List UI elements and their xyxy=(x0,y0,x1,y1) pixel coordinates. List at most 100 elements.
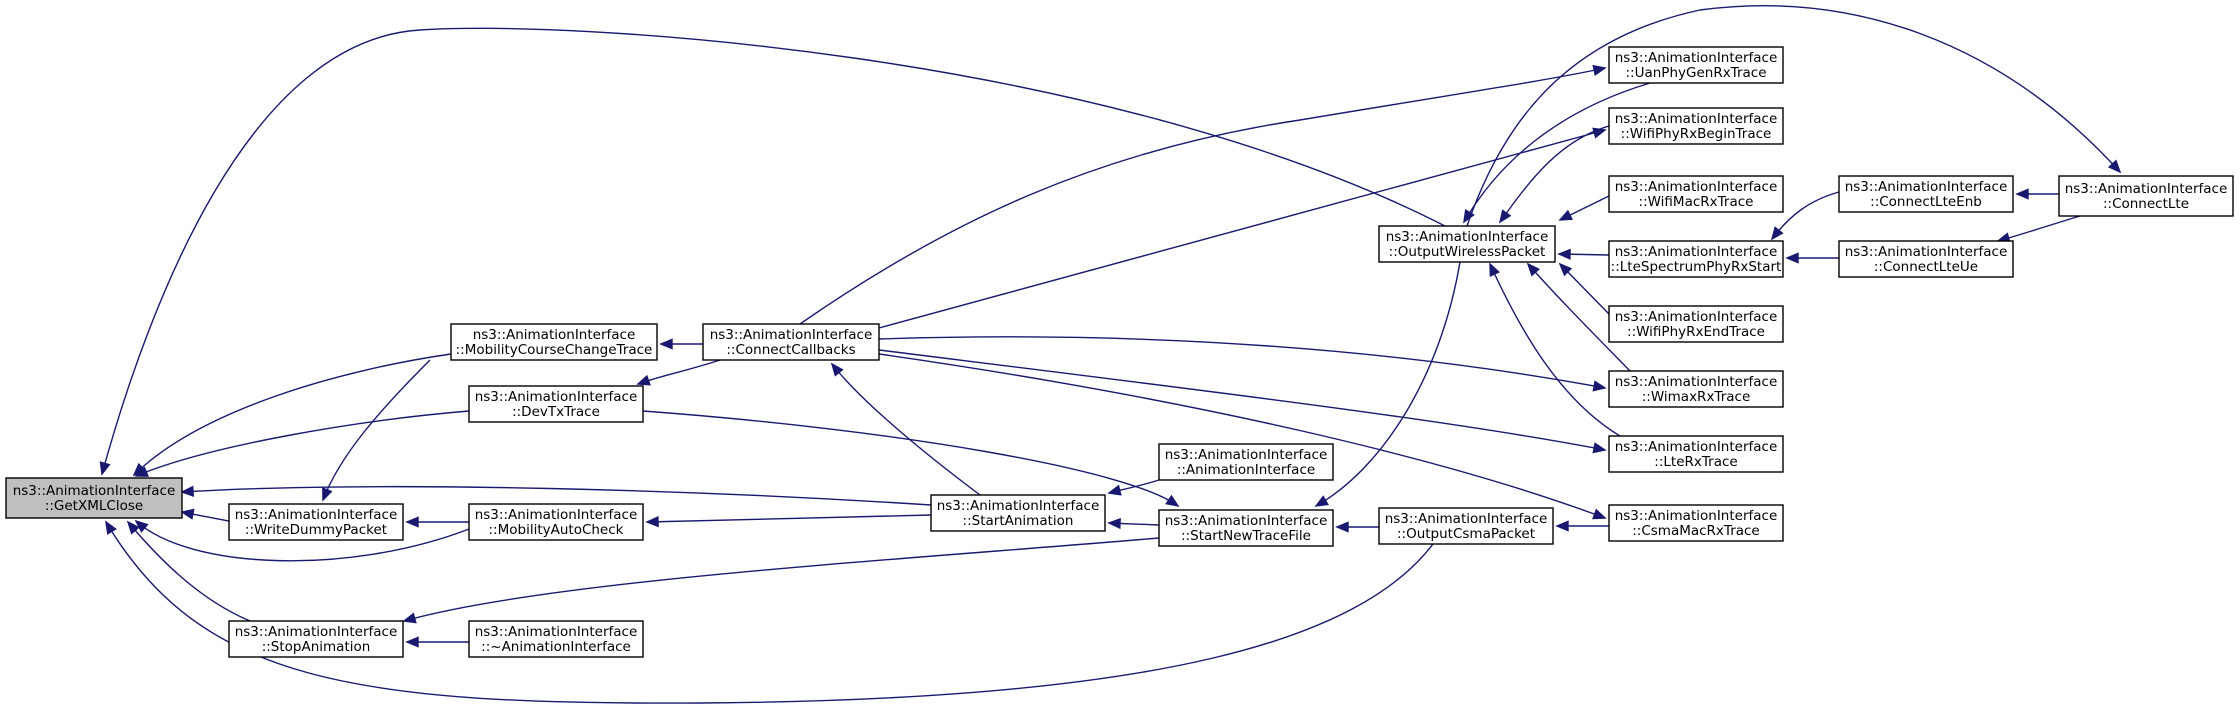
node-lte[interactable]: ns3::AnimationInterface::ConnectLte xyxy=(2058,175,2234,217)
node-label-line1: ns3::AnimationInterface xyxy=(1615,111,1778,127)
node-lterx[interactable]: ns3::AnimationInterface::LteRxTrace xyxy=(1608,435,1784,473)
edge-sntf-to-stopanim xyxy=(402,537,1160,624)
node-cc[interactable]: ns3::AnimationInterface::ConnectCallback… xyxy=(702,323,880,361)
edge-line xyxy=(831,363,981,496)
edge-uan-to-owp xyxy=(1463,82,1651,224)
node-label-line1: ns3::AnimationInterface xyxy=(475,624,638,640)
edge-wimax-to-owp xyxy=(1526,262,1631,372)
node-box[interactable] xyxy=(1838,240,2014,278)
node-ctor[interactable]: ns3::AnimationInterface::AnimationInterf… xyxy=(1158,443,1334,481)
node-ltespec[interactable]: ns3::AnimationInterface::LteSpectrumPhyR… xyxy=(1608,240,1784,278)
node-enb[interactable]: ns3::AnimationInterface::ConnectLteEnb xyxy=(1838,175,2014,213)
node-box[interactable] xyxy=(1378,225,1556,263)
node-label-line2: ::StopAnimation xyxy=(262,639,371,655)
edge-line xyxy=(1463,82,1651,223)
node-box[interactable] xyxy=(1608,504,1784,542)
edge-ocp-to-sntf xyxy=(1335,521,1379,533)
node-wdp[interactable]: ns3::AnimationInterface::WriteDummyPacke… xyxy=(228,503,404,541)
node-label-line2: ::WifiPhyRxBeginTrace xyxy=(1621,126,1772,142)
node-startanim[interactable]: ns3::AnimationInterface::StartAnimation xyxy=(930,494,1106,532)
node-box[interactable] xyxy=(228,620,404,658)
node-box[interactable] xyxy=(1608,370,1784,408)
edge-ocp-to-getxml xyxy=(105,520,1434,704)
node-getxml[interactable]: ns3::AnimationInterface::GetXMLClose xyxy=(5,477,183,519)
edge-line xyxy=(646,514,932,523)
arrow-head xyxy=(1592,380,1607,392)
node-owp[interactable]: ns3::AnimationInterface::OutputWirelessP… xyxy=(1378,225,1556,263)
node-dtor[interactable]: ns3::AnimationInterface::~AnimationInter… xyxy=(468,620,644,658)
arrow-head xyxy=(126,520,140,535)
node-label-line1: ns3::AnimationInterface xyxy=(1845,179,2008,195)
node-box[interactable] xyxy=(1378,507,1554,545)
node-label-line1: ns3::AnimationInterface xyxy=(2065,181,2228,197)
node-label-line1: ns3::AnimationInterface xyxy=(710,327,873,343)
edge-line xyxy=(135,410,470,477)
node-box[interactable] xyxy=(228,503,404,541)
edge-dtor-to-stopanim xyxy=(405,636,469,648)
edge-mcct-to-getxml xyxy=(132,353,452,477)
node-box[interactable] xyxy=(1608,435,1784,473)
edge-wifimac-to-owp xyxy=(1558,195,1610,221)
node-box[interactable] xyxy=(1608,175,1784,213)
node-stopanim[interactable]: ns3::AnimationInterface::StopAnimation xyxy=(228,620,404,658)
node-box[interactable] xyxy=(1608,305,1784,343)
node-label-line2: ::MobilityCourseChangeTrace xyxy=(456,342,653,358)
arrow-head xyxy=(105,520,117,535)
node-devtx[interactable]: ns3::AnimationInterface::DevTxTrace xyxy=(468,385,644,423)
node-box[interactable] xyxy=(468,620,644,658)
node-box[interactable] xyxy=(5,477,183,519)
node-mac[interactable]: ns3::AnimationInterface::MobilityAutoChe… xyxy=(468,503,644,541)
arrow-head xyxy=(1335,521,1349,533)
node-wimax[interactable]: ns3::AnimationInterface::WimaxRxTrace xyxy=(1608,370,1784,408)
edge-line xyxy=(135,520,470,562)
edge-line xyxy=(1499,125,1610,223)
node-wifibegin[interactable]: ns3::AnimationInterface::WifiPhyRxBeginT… xyxy=(1608,107,1784,145)
node-box[interactable] xyxy=(1608,240,1784,278)
node-wifimac[interactable]: ns3::AnimationInterface::WifiMacRxTrace xyxy=(1608,175,1784,213)
node-label-line2: ::DevTxTrace xyxy=(512,404,600,420)
node-box[interactable] xyxy=(1158,443,1334,481)
arrow-head xyxy=(402,612,417,624)
edge-line xyxy=(322,359,431,501)
node-ue[interactable]: ns3::AnimationInterface::ConnectLteUe xyxy=(1838,240,2014,278)
node-box[interactable] xyxy=(1608,107,1784,145)
node-box[interactable] xyxy=(702,323,880,361)
node-label-line2: ::ConnectLteUe xyxy=(1874,259,1978,275)
edge-ctor-to-startanim xyxy=(1107,479,1160,496)
node-box[interactable] xyxy=(1838,175,2014,213)
node-wifiend[interactable]: ns3::AnimationInterface::WifiPhyRxEndTra… xyxy=(1608,305,1784,343)
edge-devtx-to-getxml xyxy=(134,410,470,477)
node-sntf[interactable]: ns3::AnimationInterface::StartNewTraceFi… xyxy=(1158,509,1334,547)
edge-line xyxy=(637,359,721,385)
node-label-line2: ::CsmaMacRxTrace xyxy=(1632,523,1760,539)
edge-line xyxy=(1466,5,2121,227)
node-label-line2: ::AnimationInterface xyxy=(1177,462,1315,478)
arrow-head xyxy=(1558,262,1573,277)
node-box[interactable] xyxy=(1158,509,1334,547)
node-box[interactable] xyxy=(468,503,644,541)
edge-mac-to-wdp xyxy=(405,516,469,528)
node-box[interactable] xyxy=(450,323,658,361)
arrow-head xyxy=(405,516,419,528)
node-box[interactable] xyxy=(468,385,644,423)
node-mcct[interactable]: ns3::AnimationInterface::MobilityCourseC… xyxy=(450,323,658,361)
node-box[interactable] xyxy=(2058,175,2234,217)
node-uan[interactable]: ns3::AnimationInterface::UanPhyGenRxTrac… xyxy=(1608,46,1784,84)
edge-wdp-to-getxml xyxy=(180,508,230,522)
node-label-line1: ns3::AnimationInterface xyxy=(1615,508,1778,524)
arrow-head xyxy=(1555,520,1569,532)
arrow-head xyxy=(180,485,195,497)
node-label-line1: ns3::AnimationInterface xyxy=(473,327,636,343)
node-box[interactable] xyxy=(1608,46,1784,84)
arrow-head xyxy=(1785,252,1799,264)
node-label-line2: ::WifiPhyRxEndTrace xyxy=(1627,324,1765,340)
arrow-head xyxy=(134,466,149,477)
node-csmamac[interactable]: ns3::AnimationInterface::CsmaMacRxTrace xyxy=(1608,504,1784,542)
node-box[interactable] xyxy=(930,494,1106,532)
node-label-line1: ns3::AnimationInterface xyxy=(1615,50,1778,66)
node-label-line1: ns3::AnimationInterface xyxy=(1615,309,1778,325)
node-ocp[interactable]: ns3::AnimationInterface::OutputCsmaPacke… xyxy=(1378,507,1554,545)
edge-sntf-to-startanim xyxy=(1107,517,1160,530)
arrow-head xyxy=(99,461,111,476)
